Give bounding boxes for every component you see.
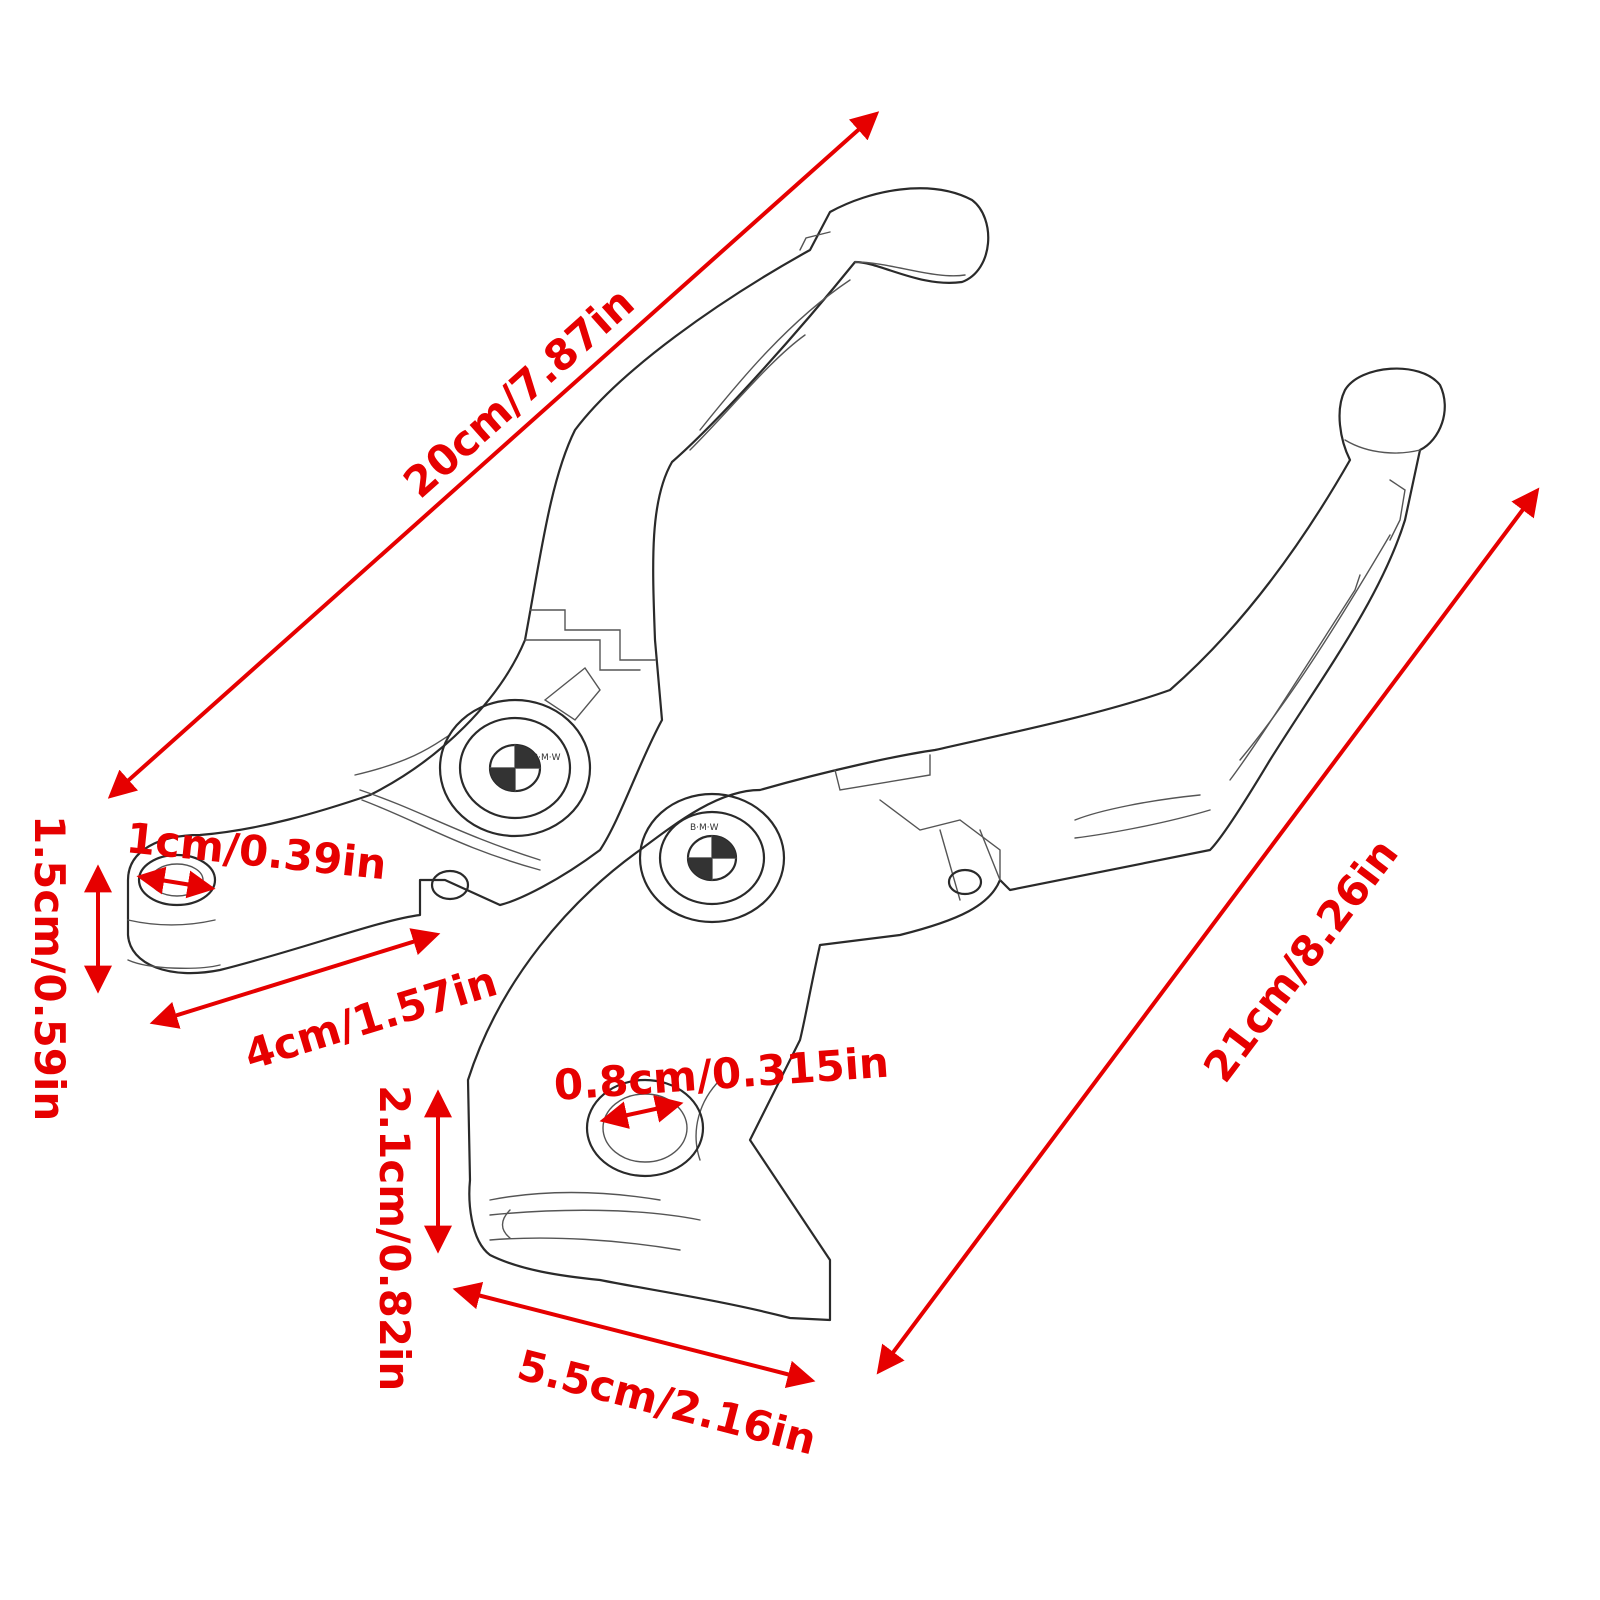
label-lever1-hole: 1cm/0.39in xyxy=(124,813,389,889)
dim-line-lever2-hole xyxy=(599,1095,684,1129)
lever-2: B·M·W xyxy=(466,367,1446,1322)
lever-2-logo-text: B·M·W xyxy=(690,823,719,833)
lever-1-logo-text: B·M·W xyxy=(532,753,561,763)
lever-2-outline xyxy=(466,367,1446,1322)
label-lever1-thickness: 1.5cm/0.59in xyxy=(25,815,74,1121)
dim-line-lever2-base xyxy=(452,1281,816,1389)
dimension-lines xyxy=(84,111,1540,1389)
label-lever2-base: 5.5cm/2.16in xyxy=(512,1340,821,1464)
dim-line-lever1-base xyxy=(149,928,441,1029)
label-lever2-hole: 0.8cm/0.315in xyxy=(552,1038,890,1110)
lever-1-screw-hole xyxy=(430,869,470,901)
lever-2-screw-hole xyxy=(947,868,983,896)
label-lever1-length: 20cm/7.87in xyxy=(394,278,643,508)
label-lever2-length: 21cm/8.26in xyxy=(1194,830,1408,1091)
label-lever2-thickness: 2.1cm/0.82in xyxy=(370,1085,419,1391)
dim-line-lever1-hole xyxy=(136,866,216,899)
dim-line-lever1-length xyxy=(107,111,880,799)
dim-line-lever2-length xyxy=(876,487,1540,1375)
label-lever1-base: 4cm/1.57in xyxy=(239,956,503,1079)
lever-2-adjuster-dial: B·M·W xyxy=(638,792,786,924)
lever-2-pivot-hole xyxy=(585,1078,705,1178)
lever-1-adjuster-dial: B·M·W xyxy=(438,698,592,838)
dimension-labels: 20cm/7.87in 1.5cm/0.59in 1cm/0.39in 4cm/… xyxy=(25,278,1408,1465)
